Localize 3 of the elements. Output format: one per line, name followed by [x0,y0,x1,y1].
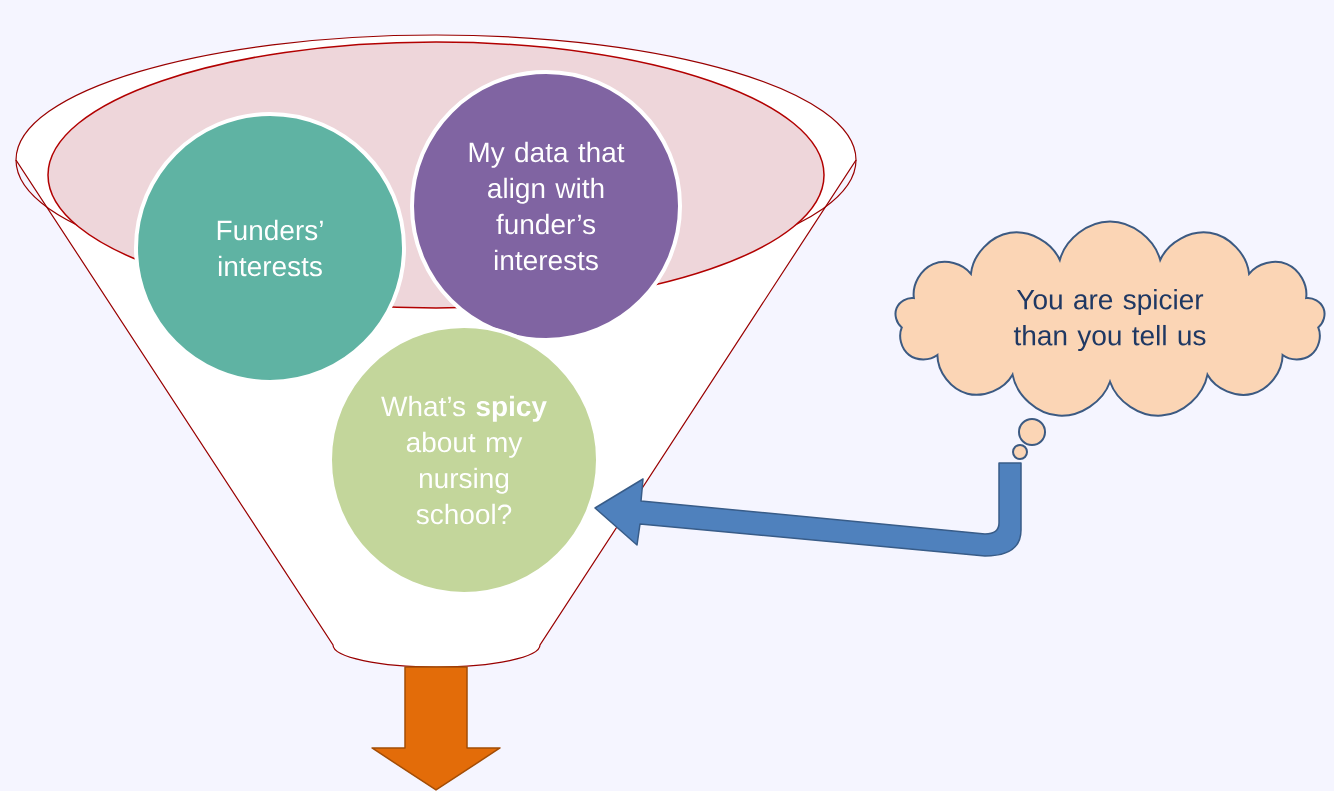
block-arrow [371,666,501,791]
block-arrow [594,462,1022,557]
thought-cloud: You are spicier than you tell us [894,220,1326,460]
